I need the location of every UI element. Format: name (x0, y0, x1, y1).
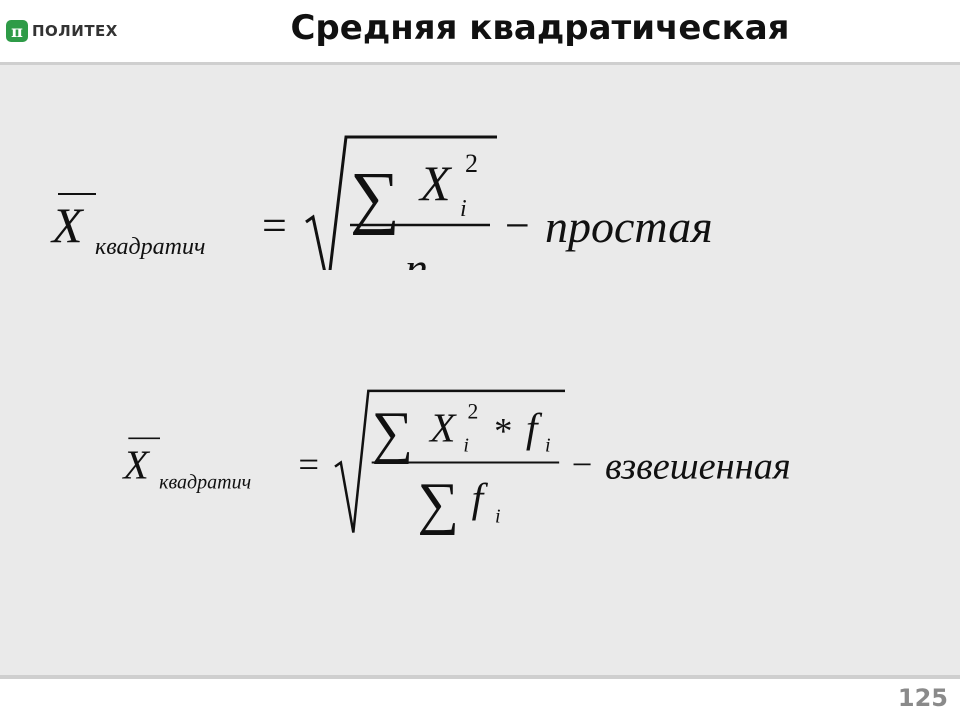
square-root-sign (305, 135, 497, 270)
weight-f: f (526, 406, 543, 452)
equals-sign: = (298, 444, 319, 485)
header-divider (0, 62, 960, 65)
numerator-x: X (418, 155, 453, 211)
mean-subscript: квадратич (95, 234, 205, 260)
dash: − (505, 201, 530, 250)
numerator-power: 2 (468, 399, 479, 423)
numerator-index: i (463, 435, 469, 457)
numerator-power: 2 (465, 149, 478, 178)
formula-label-weighted: взвешенная (605, 445, 791, 487)
slide-footer: 125 (0, 679, 960, 720)
slide-content (0, 65, 960, 675)
denominator-index: i (495, 506, 501, 528)
multiply-sign: * (494, 410, 512, 451)
mean-x: X (50, 197, 85, 253)
sum-sign: ∑ (350, 159, 400, 236)
footer-divider (0, 675, 960, 679)
mean-subscript: квадратич (159, 471, 251, 493)
numerator-x: X (428, 406, 457, 452)
pi-logo-icon: π (6, 20, 28, 42)
slide-header: π ПОЛИТЕХ Средняя квадратическая (0, 0, 960, 62)
denominator-sum-sign: ∑ (418, 471, 460, 536)
logo-text: ПОЛИТЕХ (32, 22, 118, 40)
formula-weighted: X квадратич = ∑ X i 2 * f i ∑ f i − взве… (121, 389, 791, 536)
page-number: 125 (897, 684, 948, 712)
weight-index: i (545, 435, 551, 457)
denominator-n: n (405, 243, 428, 270)
numerator-sum-sign: ∑ (372, 400, 414, 465)
formula-simple: X квадратич = ∑ X i 2 n − простая (50, 135, 713, 270)
politeh-logo: π ПОЛИТЕХ (6, 18, 118, 44)
numerator-index: i (460, 196, 467, 222)
dash: − (572, 444, 593, 485)
mean-x: X (121, 442, 150, 488)
slide-title: Средняя квадратическая (290, 8, 790, 48)
formula-label-simple: простая (545, 201, 713, 252)
denominator-f: f (472, 476, 489, 522)
equals-sign: = (262, 201, 287, 250)
square-root-sign (334, 389, 565, 533)
